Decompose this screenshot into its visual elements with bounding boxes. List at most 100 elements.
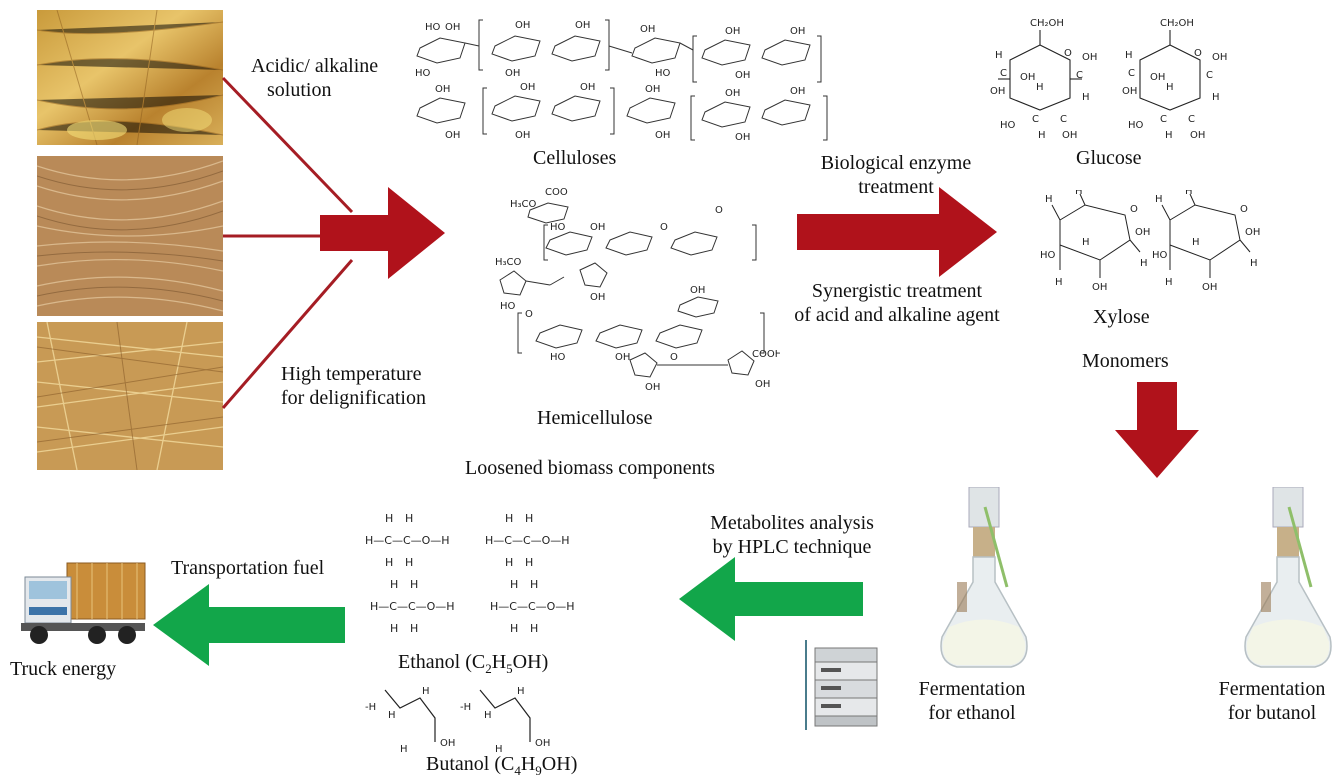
svg-text:H: H (1075, 190, 1083, 197)
svg-text:H: H (1166, 82, 1174, 93)
svg-text:OH: OH (790, 86, 805, 97)
svg-text:C: C (1076, 70, 1083, 81)
svg-text:HO: HO (1152, 250, 1168, 261)
svg-text:OH: OH (735, 70, 750, 81)
svg-text:O: O (670, 352, 678, 363)
svg-text:H: H (1165, 130, 1173, 141)
svg-text:C: C (1128, 68, 1135, 79)
svg-text:H: H (1192, 237, 1200, 248)
svg-text:H: H (390, 578, 398, 591)
svg-text:OH: OH (1062, 130, 1077, 141)
svg-text:H: H (505, 556, 513, 569)
svg-text:-H: -H (460, 702, 471, 713)
svg-text:O: O (1194, 48, 1202, 59)
svg-text:H: H (530, 622, 538, 635)
svg-text:HO: HO (1040, 250, 1056, 261)
svg-text:COO: COO (545, 187, 568, 198)
truck-energy-label: Truck energy (10, 658, 117, 680)
svg-text:H: H (1038, 130, 1046, 141)
biomass-image-1 (37, 10, 223, 145)
loosened-biomass-label: Loosened biomass components (465, 457, 715, 479)
svg-text:H: H (388, 710, 396, 721)
svg-text:H: H (1045, 194, 1053, 205)
svg-text:H: H (995, 50, 1003, 61)
svg-text:H: H (410, 578, 418, 591)
biomass-image-2 (37, 156, 223, 316)
fermentation-butanol-label: Fermentation for butanol (1218, 678, 1326, 724)
svg-text:H: H (385, 556, 393, 569)
hplc-label: Metabolites analysis by HPLC technique (710, 512, 874, 558)
svg-text:HO: HO (1128, 120, 1144, 131)
svg-text:H: H (1125, 50, 1133, 61)
svg-text:HO: HO (425, 22, 441, 33)
svg-text:H—C—C—O—H: H—C—C—O—H (365, 534, 450, 547)
synergistic-treatment-label: Synergistic treatment of acid and alkali… (794, 280, 1000, 326)
high-temperature-label: High temperature for delignification (281, 363, 426, 409)
svg-text:H: H (422, 686, 430, 697)
svg-text:OH: OH (590, 222, 605, 233)
svg-text:C: C (1032, 114, 1039, 125)
svg-text:OH: OH (1190, 130, 1205, 141)
svg-text:O: O (715, 205, 723, 216)
svg-text:HO: HO (550, 352, 566, 363)
svg-text:O: O (1064, 48, 1072, 59)
svg-text:OH: OH (435, 84, 450, 95)
svg-text:OH: OH (645, 382, 660, 393)
svg-text:H: H (530, 578, 538, 591)
svg-text:O: O (660, 222, 668, 233)
svg-text:H: H (525, 556, 533, 569)
svg-text:OH: OH (515, 130, 530, 141)
svg-text:H₃CO: H₃CO (495, 257, 522, 268)
svg-text:-H: -H (365, 702, 376, 713)
glucose-label: Glucose (1076, 147, 1142, 169)
svg-text:O: O (1240, 204, 1248, 215)
svg-text:OH: OH (520, 82, 535, 93)
svg-text:H: H (1250, 258, 1258, 269)
svg-text:OH: OH (755, 379, 770, 390)
green-arrow-transport (153, 584, 345, 666)
svg-text:OH: OH (615, 352, 630, 363)
svg-text:OH: OH (440, 738, 455, 749)
svg-text:C: C (1188, 114, 1195, 125)
red-arrow-down (1115, 382, 1199, 478)
svg-text:OH: OH (445, 130, 460, 141)
svg-text:OH: OH (1212, 52, 1227, 63)
svg-text:H: H (1082, 237, 1090, 248)
hemicellulose-label: Hemicellulose (537, 407, 653, 429)
svg-text:HO: HO (550, 222, 566, 233)
svg-text:OH: OH (690, 285, 705, 296)
svg-text:H—C—C—O—H: H—C—C—O—H (490, 600, 575, 613)
svg-text:C: C (1160, 114, 1167, 125)
svg-text:O: O (1130, 204, 1138, 215)
biomass-image-3 (37, 322, 223, 470)
svg-text:C: C (1060, 114, 1067, 125)
svg-text:H: H (1212, 92, 1220, 103)
svg-text:H: H (410, 622, 418, 635)
svg-text:OH: OH (725, 26, 740, 37)
red-arrow-enzyme (797, 187, 997, 277)
hplc-instrument (805, 640, 878, 730)
svg-text:OH: OH (1135, 227, 1150, 238)
butanol-structures: -HHH HOH -HHH HOH (365, 686, 550, 755)
svg-text:H: H (405, 556, 413, 569)
green-arrow-hplc (679, 557, 863, 641)
monomers-label: Monomers (1082, 350, 1169, 372)
truck-image (21, 562, 146, 644)
svg-text:OH: OH (1150, 72, 1165, 83)
svg-text:OH: OH (535, 738, 550, 749)
xylose-label: Xylose (1093, 306, 1150, 328)
svg-text:H: H (510, 578, 518, 591)
svg-text:OH: OH (1245, 227, 1260, 238)
svg-text:H: H (517, 686, 525, 697)
svg-text:OH: OH (1202, 282, 1217, 293)
svg-text:H: H (1165, 277, 1173, 288)
glucose-group-label-2: CH₂OH (1160, 18, 1194, 29)
red-arrow-pretreatment (320, 187, 445, 279)
svg-text:OH: OH (990, 86, 1005, 97)
svg-text:H: H (1185, 190, 1193, 197)
